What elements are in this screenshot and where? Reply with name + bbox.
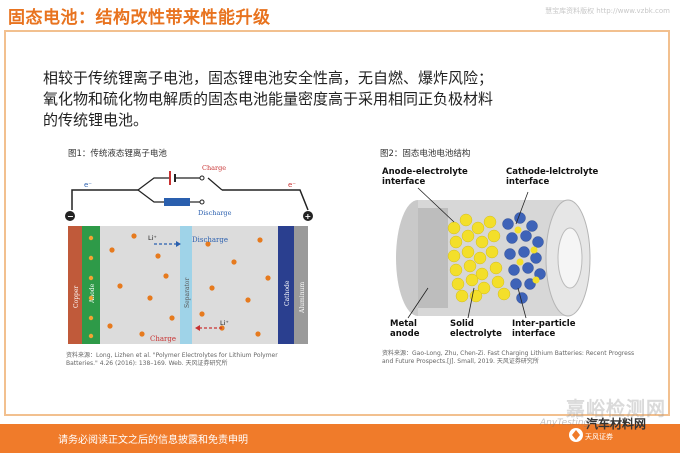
leader-line: [515, 191, 529, 225]
watermark-anytesting: 嘉峪检测网: [565, 398, 666, 420]
body-line: 的传统锂电池。: [43, 111, 149, 129]
charge-label: Charge: [202, 164, 226, 172]
svg-text:−: −: [67, 212, 74, 221]
electrolyte-particles: [447, 213, 511, 303]
wire-left: [71, 189, 138, 210]
cap-terminal: [557, 227, 583, 289]
footer-bar: [0, 424, 680, 453]
li-ion-label: Li⁺: [148, 234, 157, 242]
lithium-ions: [107, 233, 271, 337]
metal-anode-layer: [418, 208, 448, 308]
figure1-caption: 图1：传统液态锂离子电池: [68, 149, 167, 159]
discharge-inner-label: Discharge: [192, 236, 228, 244]
charge-inner-label: Charge: [150, 335, 176, 343]
electron-label-right: e⁻: [288, 181, 296, 189]
discharge-label: Discharge: [198, 209, 232, 217]
separator-layer: [180, 226, 192, 344]
watermark-url: AnyTesting.com: [540, 418, 612, 428]
wire-right: [222, 189, 309, 211]
source-line: 资料来源：Long, Lizhen et al. "Polymer Electr…: [66, 352, 278, 359]
body-line: 氧化物和硫化物电解质的固态电池能量密度高于采用相同正负极材料: [43, 90, 494, 108]
copper-label: Copper: [73, 286, 80, 308]
slide-title: 固态电池：结构改性带来性能升级: [8, 8, 271, 28]
electron-label-left: e⁻: [84, 181, 92, 189]
figure1-liion-diagram: Charge Discharge e⁻ e⁻ − + Copper Anode …: [65, 164, 313, 344]
watermark-url-top: 慧宝库资料版权 http://www.vzbk.com: [545, 7, 670, 15]
body-paragraph: 相较于传统锂离子电池，固态锂电池安全性高，无自燃、爆炸风险； 氧化物和硫化物电解…: [43, 68, 603, 131]
svg-text:+: +: [305, 212, 312, 221]
figure2-source: 资料来源：Gao-Long, Zhu, Chen-Zi. Fast Chargi…: [382, 350, 668, 366]
figure1-source: 资料来源：Long, Lizhen et al. "Polymer Electr…: [66, 352, 336, 368]
content-frame: [4, 30, 670, 416]
source-line: 资料来源：Gao-Long, Zhu, Chen-Zi. Fast Chargi…: [382, 350, 635, 357]
source-line: and Future Prospects.[J]. Small, 2019. 天…: [382, 358, 539, 365]
cathode-label: Cathode: [284, 280, 291, 306]
leader-line: [417, 187, 455, 223]
source-line: Batteries." 4.26 (2016): 138–169. Web. 天…: [66, 360, 228, 367]
separator-label: Separator: [184, 277, 191, 308]
anode-label: Anode: [89, 283, 96, 304]
footer-disclaimer: 请务必阅读正文之后的信息披露和免责申明: [58, 435, 248, 446]
wire-charge-branch: [137, 177, 170, 191]
negative-terminal-icon: [65, 211, 75, 221]
body-line: 相较于传统锂离子电池，固态锂电池安全性高，无自燃、爆炸风险；: [43, 69, 494, 87]
brand-name: 天风证券: [585, 433, 613, 441]
leader-line: [517, 287, 527, 319]
resistor-symbol: [164, 198, 190, 206]
li-ion-label: Li⁺: [220, 319, 229, 327]
leader-line: [467, 287, 475, 319]
anode-layer: [82, 226, 100, 344]
switch-contact: [199, 175, 205, 181]
cathode-layer: [278, 226, 294, 344]
copper-collector: [68, 226, 82, 344]
anode-particles: [88, 235, 94, 339]
aluminum-collector: [294, 226, 308, 344]
switch-contact: [199, 199, 205, 205]
wire-discharge-branch: [137, 189, 164, 203]
cathode-particles: [502, 212, 546, 304]
leader-line: [407, 287, 429, 319]
aluminum-label: Aluminum: [299, 282, 306, 314]
figure2-caption: 图2：固态电池电池结构: [380, 149, 471, 159]
tianfeng-logo-icon: [569, 428, 583, 442]
watermark-car-materials: 汽车材料网: [586, 417, 647, 431]
positive-terminal-icon: [303, 211, 313, 221]
